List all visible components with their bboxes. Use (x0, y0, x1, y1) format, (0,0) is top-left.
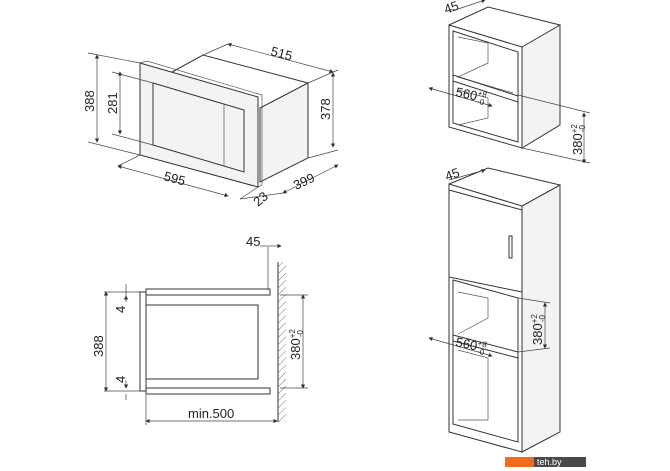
dim-4-top: 4 (113, 306, 128, 313)
tall-cabinet: 45 560+8-0 380+2-0 (428, 165, 561, 453)
dim-min-500: min.500 (188, 406, 234, 421)
dim-560-wall: 560+8-0 (454, 84, 488, 107)
dim-23: 23 (250, 189, 271, 210)
side-view: 45 388 4 4 380+2-0 min.500 (91, 234, 308, 425)
watermark: teh.by (505, 457, 586, 467)
tall-cabinet-front (448, 183, 523, 453)
microwave-window (152, 82, 245, 173)
dim-560-tall: 560+8-0 (454, 334, 488, 357)
microwave-body-side (145, 304, 259, 380)
dim-388-side: 388 (91, 335, 106, 357)
tall-cabinet-door (448, 189, 523, 293)
dim-4-bottom: 4 (113, 376, 128, 383)
isometric-microwave: 515 388 281 378 595 399 23 (82, 42, 339, 210)
dim-595: 595 (162, 168, 187, 188)
dim-45-tall: 45 (443, 165, 462, 184)
microwave-side (259, 82, 309, 183)
dim-380-side: 380+2-0 (288, 329, 305, 360)
dim-281: 281 (105, 92, 120, 114)
dim-515: 515 (269, 43, 294, 63)
niche-bottom-rail (145, 387, 271, 395)
dim-388: 388 (82, 90, 97, 112)
dim-380-wall: 380+2-0 (570, 124, 587, 155)
dim-380-tall: 380+2-0 (530, 314, 547, 345)
dim-45-side: 45 (246, 234, 260, 249)
microwave-front-panel (139, 62, 259, 188)
dim-45-wall: 45 (442, 0, 461, 17)
dim-378: 378 (318, 98, 333, 120)
niche-top-rail (145, 288, 271, 296)
wall-cabinet: 45 560+8-0 380+2-0 (428, 0, 591, 164)
microwave-front-side (139, 291, 147, 392)
door-handle (508, 235, 513, 259)
watermark-text: teh.by (537, 457, 562, 467)
dim-399: 399 (291, 170, 317, 193)
